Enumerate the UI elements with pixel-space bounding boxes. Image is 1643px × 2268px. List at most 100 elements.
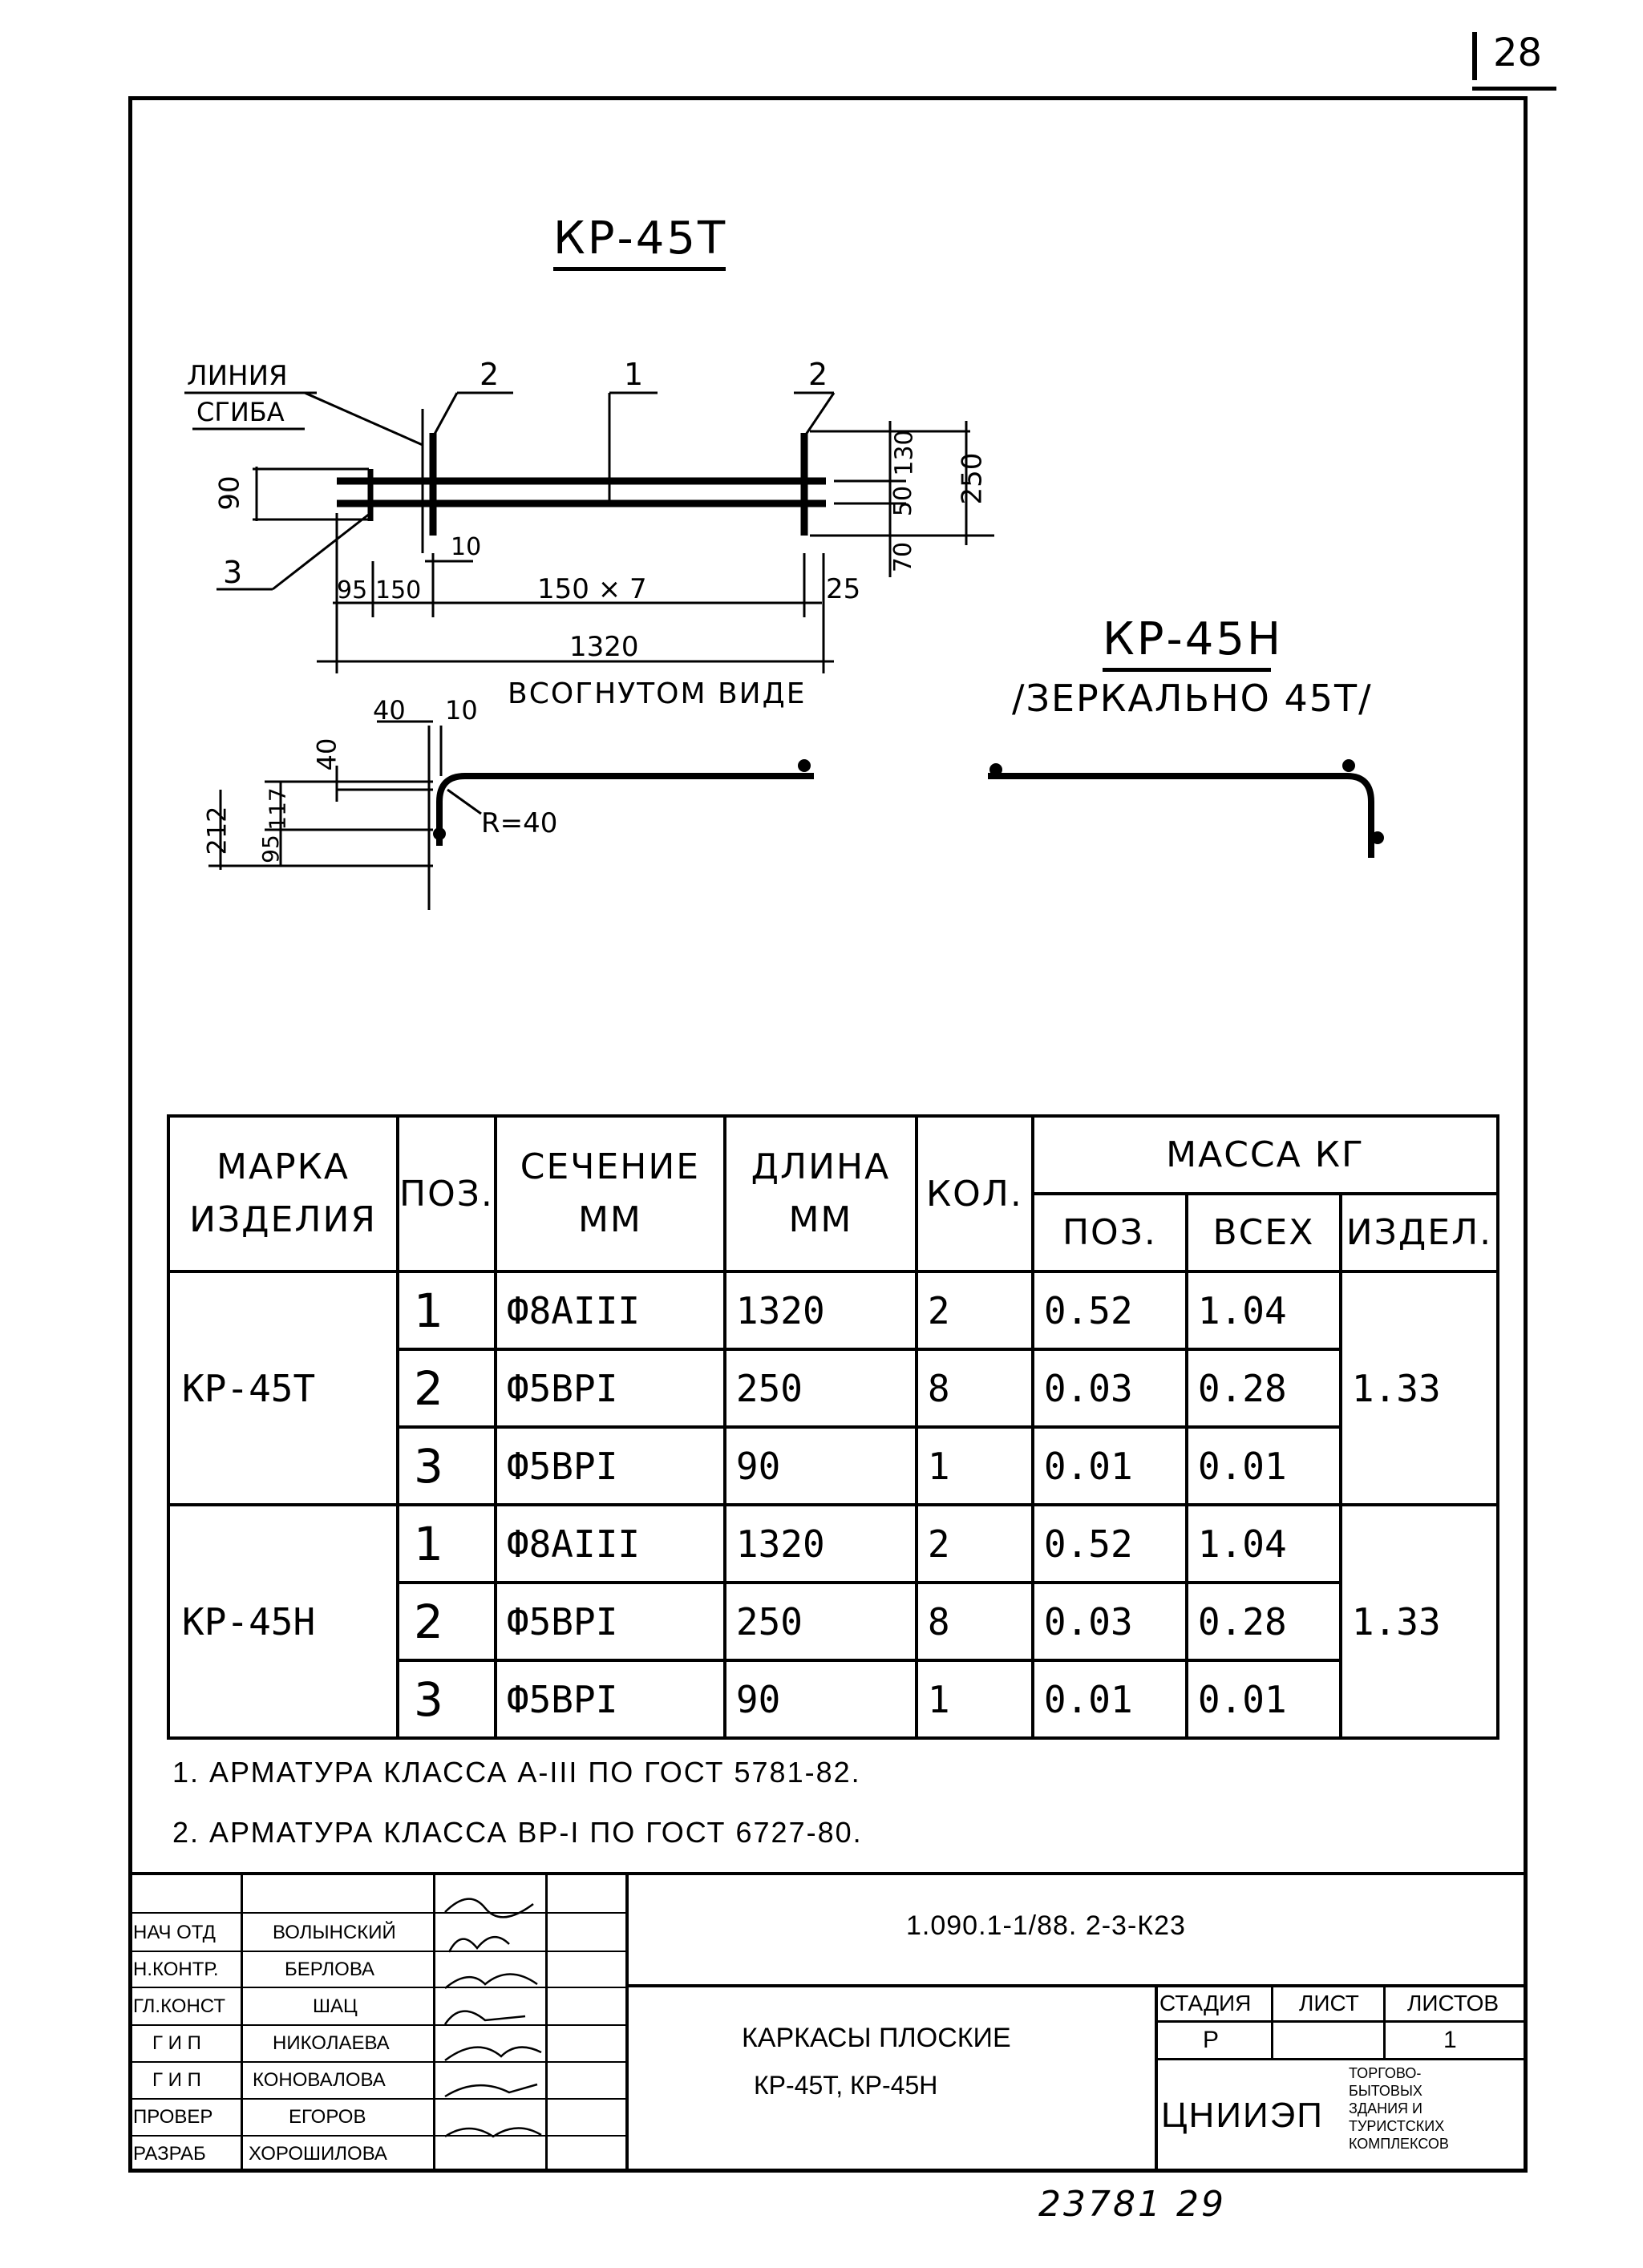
document-name-line2: КР-45Т, КР-45Н bbox=[754, 2071, 938, 2100]
signatures bbox=[443, 1898, 542, 2138]
cell-qty: 1 bbox=[914, 1425, 1034, 1506]
organization-sub-4: ТУРИСТСКИХ bbox=[1349, 2118, 1445, 2134]
table-row: 2 Ф5ВРI 250 8 0.03 0.28 bbox=[168, 1581, 1498, 1662]
organization-sub-3: ЗДАНИЯ И bbox=[1349, 2100, 1422, 2116]
sheets-label: ЛИСТОВ bbox=[1407, 1991, 1499, 2015]
dim-117: 117 bbox=[264, 787, 291, 831]
staff-role: Г И П bbox=[152, 2032, 201, 2054]
bend-line-label-1: ЛИНИЯ bbox=[187, 360, 288, 392]
staff-role: НАЧ ОТД bbox=[133, 1922, 216, 1943]
header-length: ДЛИНА ММ bbox=[722, 1114, 918, 1273]
dim-250: 250 bbox=[956, 452, 989, 505]
sheet-label: ЛИСТ bbox=[1299, 1991, 1359, 2015]
cell-length: 90 bbox=[722, 1659, 918, 1740]
table-row: 2 Ф5ВРI 250 8 0.03 0.28 bbox=[168, 1348, 1498, 1429]
cell-qty: 8 bbox=[914, 1581, 1034, 1662]
organization-sub-5: КОМПЛЕКСОВ bbox=[1349, 2136, 1449, 2152]
note-1: 1. АРМАТУРА КЛАССА А-III ПО ГОСТ 5781-82… bbox=[172, 1756, 861, 1789]
staff-name: НИКОЛАЕВА bbox=[273, 2032, 390, 2054]
cell-length: 250 bbox=[722, 1348, 918, 1429]
header-mass-pos: ПОЗ. bbox=[1030, 1192, 1188, 1273]
page-number-bar bbox=[1472, 32, 1477, 80]
callout-2-left: 2 bbox=[480, 357, 500, 392]
stage-value: Р bbox=[1203, 2027, 1220, 2053]
drawing-frame bbox=[128, 96, 1528, 2173]
staff-name: ХОРОШИЛОВА bbox=[249, 2143, 387, 2165]
bent-view-label: ВСОГНУТОМ ВИДЕ bbox=[508, 677, 807, 710]
staff-name: КОНОВАЛОВА bbox=[253, 2069, 386, 2091]
header-section: СЕЧЕНИЕ ММ bbox=[493, 1114, 726, 1273]
cell-qty: 1 bbox=[914, 1659, 1034, 1740]
cell-mass-item: 1.33 bbox=[1338, 1270, 1500, 1506]
page-number: 28 bbox=[1493, 30, 1543, 75]
cell-mass-pos: 0.52 bbox=[1030, 1503, 1188, 1584]
cell-mass-all: 0.01 bbox=[1184, 1425, 1342, 1506]
bend-line-label-2: СГИБА bbox=[196, 397, 285, 427]
mirror-note: /ЗЕРКАЛЬНО 45Т/ bbox=[1012, 677, 1373, 720]
table-row: КР-45Т 1 Ф8АIII 1320 2 0.52 1.04 1.33 bbox=[167, 1270, 1500, 1506]
stage-label: СТАДИЯ bbox=[1159, 1991, 1252, 2015]
drawing-title-main: КР-45Т bbox=[553, 212, 728, 265]
dim-130: 130 bbox=[890, 430, 919, 476]
cell-pos: 1 bbox=[396, 1270, 497, 1351]
rebar-cage-drawing bbox=[184, 391, 1384, 910]
staff-role: РАЗРАБ bbox=[133, 2143, 206, 2165]
staff-name: БЕРЛОВА bbox=[285, 1959, 375, 1980]
title-block: НАЧ ОТД ВОЛЫНСКИЙ Н.КОНТР. БЕРЛОВА ГЛ.КО… bbox=[128, 1872, 1528, 2173]
cell-section: Ф8АIII bbox=[493, 1270, 726, 1351]
cell-section: Ф5ВРI bbox=[493, 1581, 726, 1662]
table-row: КР-45Н 1 Ф8АIII 1320 2 0.52 1.04 1.33 bbox=[167, 1503, 1500, 1740]
cell-mass-pos: 0.52 bbox=[1030, 1270, 1188, 1351]
dim-50: 50 bbox=[889, 485, 918, 517]
cell-length: 1320 bbox=[722, 1503, 918, 1584]
cell-section: Ф8АIII bbox=[493, 1503, 726, 1584]
dim-95b: 95 bbox=[257, 835, 284, 863]
cell-qty: 2 bbox=[914, 1270, 1034, 1351]
note-2: 2. АРМАТУРА КЛАССА ВР-I ПО ГОСТ 6727-80. bbox=[172, 1816, 863, 1849]
callout-2-right: 2 bbox=[808, 357, 828, 392]
cell-mass-item: 1.33 bbox=[1338, 1503, 1500, 1740]
cell-mass-all: 1.04 bbox=[1184, 1270, 1342, 1351]
dim-10a: 10 bbox=[451, 533, 482, 561]
staff-role: ПРОВЕР bbox=[133, 2106, 213, 2128]
cell-section: Ф5ВРI bbox=[493, 1425, 726, 1506]
cell-mass-pos: 0.01 bbox=[1030, 1659, 1188, 1740]
cell-mass-pos: 0.03 bbox=[1030, 1348, 1188, 1429]
dim-25: 25 bbox=[826, 573, 861, 605]
document-name-line1: КАРКАСЫ ПЛОСКИЕ bbox=[742, 2023, 1011, 2053]
cell-mass-all: 0.28 bbox=[1184, 1348, 1342, 1429]
staff-name: ВОЛЫНСКИЙ bbox=[273, 1922, 396, 1943]
header-mass: МАССА КГ bbox=[1030, 1114, 1500, 1195]
sheets-value: 1 bbox=[1443, 2027, 1457, 2053]
cell-mass-all: 0.01 bbox=[1184, 1659, 1342, 1740]
table-row: 3 Ф5ВРI 90 1 0.01 0.01 bbox=[168, 1659, 1498, 1740]
staff-role: Н.КОНТР. bbox=[133, 1959, 219, 1980]
cell-qty: 8 bbox=[914, 1348, 1034, 1429]
dim-radius: R=40 bbox=[481, 807, 558, 839]
callout-1: 1 bbox=[624, 357, 644, 392]
specification-table: МАРКА ИЗДЕЛИЯ ПОЗ. СЕЧЕНИЕ ММ ДЛИНА ММ К… bbox=[167, 1114, 1500, 1740]
cell-pos: 2 bbox=[396, 1348, 497, 1429]
callout-3: 3 bbox=[223, 555, 243, 590]
cell-pos: 3 bbox=[396, 1425, 497, 1506]
page-number-underline bbox=[1472, 87, 1556, 91]
staff-role: ГЛ.КОНСТ bbox=[133, 1995, 225, 2017]
dim-90: 90 bbox=[213, 475, 246, 511]
cell-length: 90 bbox=[722, 1425, 918, 1506]
organization-sub-2: БЫТОВЫХ bbox=[1349, 2083, 1422, 2099]
dim-40b: 40 bbox=[311, 738, 342, 771]
cell-section: Ф5ВРI bbox=[493, 1659, 726, 1740]
header-qty: КОЛ. bbox=[914, 1114, 1034, 1273]
cell-length: 1320 bbox=[722, 1270, 918, 1351]
table-subheader-row: ПОЗ. ВСЕХ ИЗДЕЛ. bbox=[168, 1192, 1500, 1273]
header-mark: МАРКА ИЗДЕЛИЯ bbox=[167, 1114, 399, 1273]
header-mass-all: ВСЕХ bbox=[1184, 1192, 1342, 1273]
cell-pos: 2 bbox=[396, 1581, 497, 1662]
title-mirror-underline bbox=[1103, 668, 1271, 672]
header-pos: ПОЗ. bbox=[396, 1114, 497, 1273]
cell-qty: 2 bbox=[914, 1503, 1034, 1584]
cell-length: 250 bbox=[722, 1581, 918, 1662]
dim-150x7: 150 × 7 bbox=[537, 573, 647, 605]
cell-mass-pos: 0.01 bbox=[1030, 1425, 1188, 1506]
cell-mark: КР-45Н bbox=[167, 1503, 399, 1740]
